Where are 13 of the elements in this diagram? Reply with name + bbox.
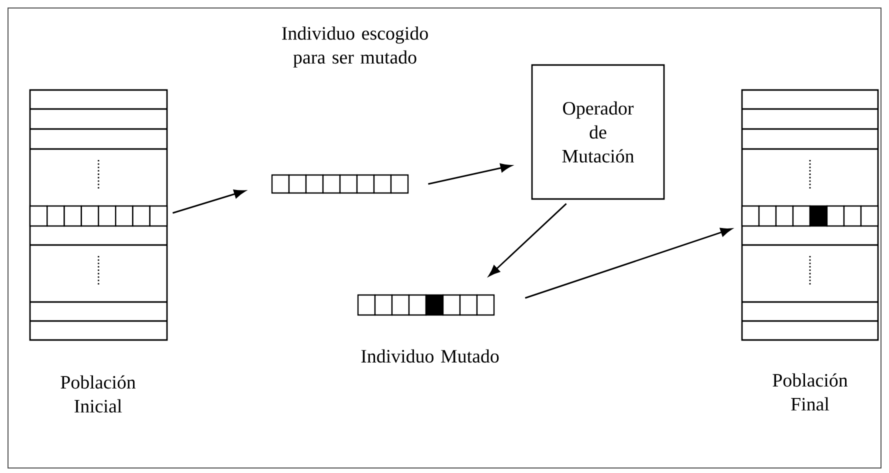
node-label: Población Inicial — [60, 375, 136, 413]
node-label: Individuo Mutado — [361, 349, 499, 363]
chromosome: Individuo escogido para ser mutado — [271, 26, 428, 194]
node-label: Población Final — [772, 373, 848, 411]
arrow — [172, 190, 246, 214]
population-stack: Población Inicial — [29, 89, 168, 413]
arrow — [488, 203, 567, 276]
chromosome: Individuo Mutado — [357, 294, 499, 363]
population-stack: Población Final — [741, 89, 879, 411]
node-label: Individuo escogido para ser mutado — [282, 26, 428, 68]
operator-box: Operador de Mutación — [531, 64, 665, 200]
arrow — [524, 228, 732, 299]
arrow — [428, 163, 512, 185]
